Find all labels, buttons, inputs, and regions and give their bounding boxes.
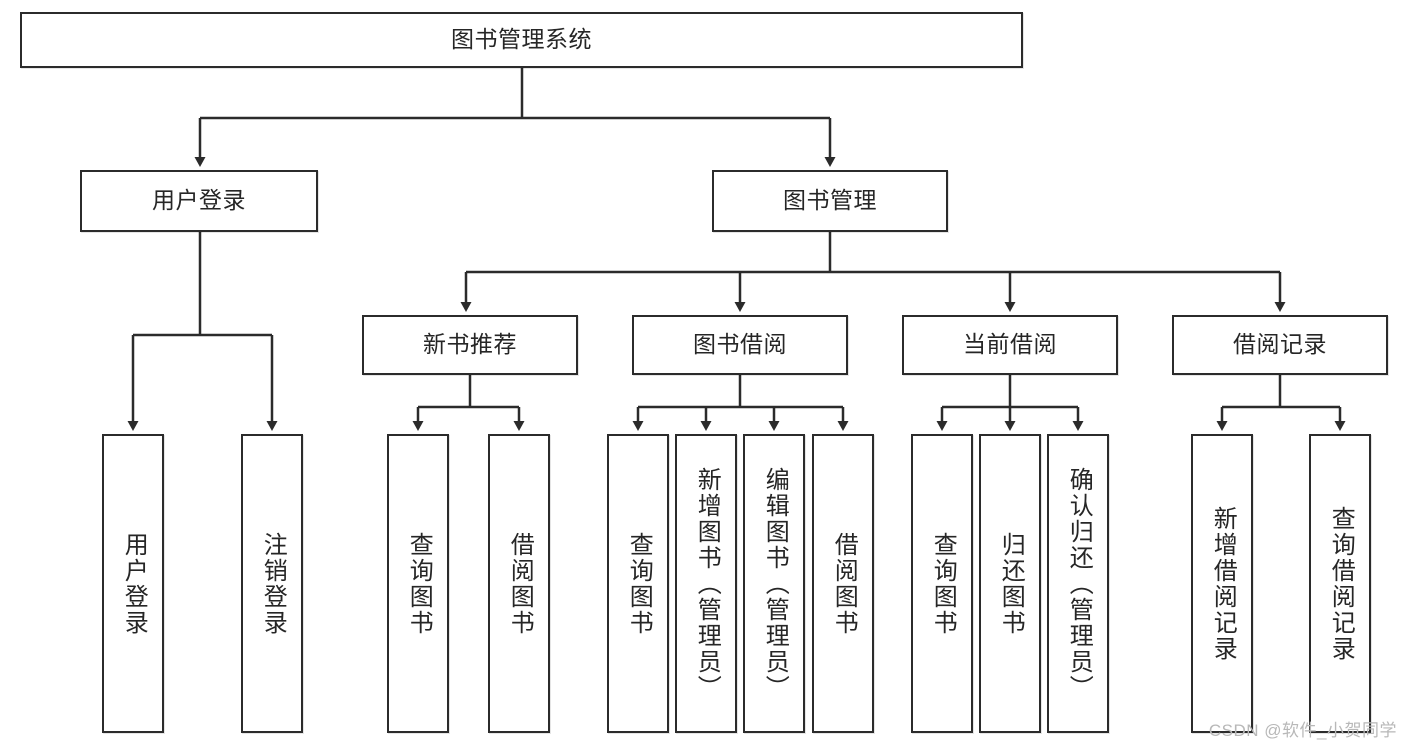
- node-leaf-logout-login-label: 注销登录: [259, 531, 287, 636]
- node-leaf-add-book-label: 新增图书（管理员）: [693, 466, 721, 701]
- node-user-login-label: 用户登录: [152, 187, 246, 214]
- node-leaf-user-login[interactable]: 用户登录: [102, 434, 164, 733]
- node-leaf-query-book-2[interactable]: 查询图书: [607, 434, 669, 733]
- node-leaf-borrow-book-2[interactable]: 借阅图书: [812, 434, 874, 733]
- node-leaf-query-record-label: 查询借阅记录: [1327, 505, 1355, 662]
- node-leaf-query-record[interactable]: 查询借阅记录: [1309, 434, 1371, 733]
- node-leaf-add-book[interactable]: 新增图书（管理员）: [675, 434, 737, 733]
- node-root-system-label: 图书管理系统: [451, 26, 592, 53]
- node-book-borrow[interactable]: 图书借阅: [632, 315, 848, 375]
- node-borrow-record[interactable]: 借阅记录: [1172, 315, 1388, 375]
- node-current-borrow[interactable]: 当前借阅: [902, 315, 1118, 375]
- node-leaf-borrow-book-2-label: 借阅图书: [830, 531, 858, 636]
- node-leaf-confirm-return-label: 确认归还（管理员）: [1065, 466, 1093, 701]
- node-leaf-user-login-label: 用户登录: [120, 531, 148, 636]
- node-leaf-confirm-return[interactable]: 确认归还（管理员）: [1047, 434, 1109, 733]
- node-leaf-add-record-label: 新增借阅记录: [1209, 505, 1237, 662]
- node-leaf-query-book-1-label: 查询图书: [405, 531, 433, 636]
- node-leaf-borrow-book-1[interactable]: 借阅图书: [488, 434, 550, 733]
- node-root-system[interactable]: 图书管理系统: [20, 12, 1023, 68]
- node-new-book-recommend[interactable]: 新书推荐: [362, 315, 578, 375]
- node-book-borrow-label: 图书借阅: [693, 331, 787, 358]
- node-user-login[interactable]: 用户登录: [80, 170, 318, 232]
- node-leaf-add-record[interactable]: 新增借阅记录: [1191, 434, 1253, 733]
- node-leaf-edit-book[interactable]: 编辑图书（管理员）: [743, 434, 805, 733]
- watermark-text: CSDN @软件_小贺同学: [1208, 721, 1397, 740]
- node-leaf-borrow-book-1-label: 借阅图书: [506, 531, 534, 636]
- node-leaf-query-book-2-label: 查询图书: [625, 531, 653, 636]
- node-borrow-record-label: 借阅记录: [1233, 331, 1327, 358]
- node-new-book-recommend-label: 新书推荐: [423, 331, 517, 358]
- node-book-management[interactable]: 图书管理: [712, 170, 948, 232]
- node-leaf-return-book[interactable]: 归还图书: [979, 434, 1041, 733]
- node-current-borrow-label: 当前借阅: [963, 331, 1057, 358]
- node-leaf-query-book-3[interactable]: 查询图书: [911, 434, 973, 733]
- node-leaf-edit-book-label: 编辑图书（管理员）: [761, 466, 789, 701]
- node-book-management-label: 图书管理: [783, 187, 877, 214]
- node-leaf-query-book-1[interactable]: 查询图书: [387, 434, 449, 733]
- node-leaf-logout-login[interactable]: 注销登录: [241, 434, 303, 733]
- node-leaf-return-book-label: 归还图书: [997, 531, 1025, 636]
- node-leaf-query-book-3-label: 查询图书: [929, 531, 957, 636]
